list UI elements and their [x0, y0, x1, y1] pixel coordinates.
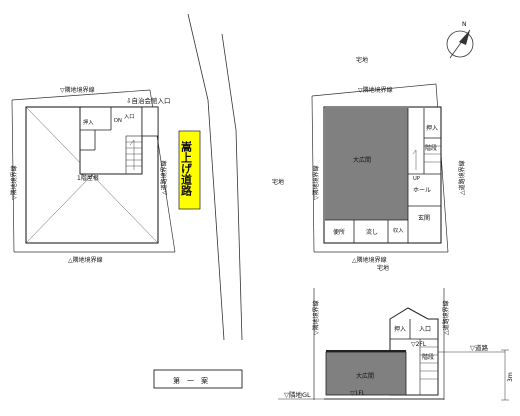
- plan-title-box: 第 一 案: [153, 369, 243, 389]
- label-road-boundary-1: △道路境界線: [160, 160, 168, 195]
- label-oshiire-2: 押入: [426, 124, 438, 132]
- label-floor1-roof: 1階屋根: [77, 174, 99, 182]
- stair-left-icon: [125, 135, 143, 175]
- right-floor-plan: 大広間 押入 階段 UP ホール 玄関 便所 流し 収入 宅地 宅地 宅地 ▽隣…: [272, 56, 466, 272]
- label-nagashi: 流し: [366, 228, 378, 236]
- label-dn: DN: [114, 118, 122, 124]
- label-kaidan-1: 階段: [425, 144, 437, 152]
- label-boundary-top-right: ▽隣地境界線: [358, 86, 393, 94]
- label-takuchi-bottom: 宅地: [377, 264, 389, 272]
- left-floor-plan: 押入 DN 入口 1階屋根 ⇩自治会館入口 ▽隣地境界線 △隣地境界線 ▽隣地境…: [10, 86, 176, 264]
- label-entrance-arrow: ⇩自治会館入口: [126, 96, 170, 105]
- label-dim: 3m: [507, 372, 514, 382]
- label-iriguchi-1: 入口: [124, 113, 134, 120]
- label-boundary-side-left: ▽隣地境界線: [10, 165, 18, 200]
- label-oshiire-4: 押入: [394, 325, 406, 333]
- label-oshiire-1: 押入: [83, 118, 93, 126]
- label-up: UP: [413, 176, 420, 182]
- label-hall: ホール: [413, 187, 431, 194]
- label-boundary-bottom-left: △隣地境界線: [68, 256, 103, 264]
- label-genkan: 玄関: [418, 214, 430, 222]
- label-boundary-top-left: ▽隣地境界線: [60, 86, 95, 94]
- label-road-boundary-3: △道路境界線: [442, 300, 450, 335]
- label-kaidan-2: 階段: [422, 353, 434, 361]
- label-fl1: ▽1FL: [350, 390, 366, 397]
- label-hall-big-1: 大広間: [353, 156, 371, 164]
- label-boundary-bottom-right: △隣地境界線: [352, 256, 387, 264]
- section-view: 押入 入口 ▽2FL 階段 大広間 ▽1FL ▽道路 ▽隣地GL 3m ▽隣地境…: [278, 288, 514, 401]
- label-gl-level: ▽隣地GL: [284, 390, 311, 399]
- label-road-sign: 嵩上げ道路: [180, 140, 193, 197]
- road-lines: [187, 13, 243, 341]
- label-boundary-side-mid: ▽隣地境界線: [312, 165, 320, 200]
- label-hall-big-2: 大広間: [356, 372, 374, 380]
- label-road-boundary-2: △道路境界線: [458, 160, 466, 195]
- label-iriguchi-2: 入口: [419, 326, 431, 333]
- north-compass-icon: N: [446, 21, 474, 59]
- stair-right-icon: [412, 145, 441, 170]
- label-plan-title: 第 一 案: [173, 376, 208, 385]
- label-benjo: 便所: [333, 228, 345, 236]
- svg-text:N: N: [462, 21, 467, 28]
- label-oshiire-3: 収入: [393, 227, 403, 234]
- label-takuchi-top: 宅地: [356, 56, 368, 64]
- label-section-neighbor: ▽隣地境界線: [312, 300, 320, 335]
- dimension-line: 3m: [501, 349, 514, 401]
- label-fl2: ▽2FL: [411, 341, 427, 348]
- stair-section-icon: [420, 346, 438, 380]
- raised-road-sign: 嵩上げ道路: [178, 130, 201, 210]
- label-takuchi-left: 宅地: [272, 178, 284, 186]
- label-dourou-level: ▽道路: [470, 343, 488, 352]
